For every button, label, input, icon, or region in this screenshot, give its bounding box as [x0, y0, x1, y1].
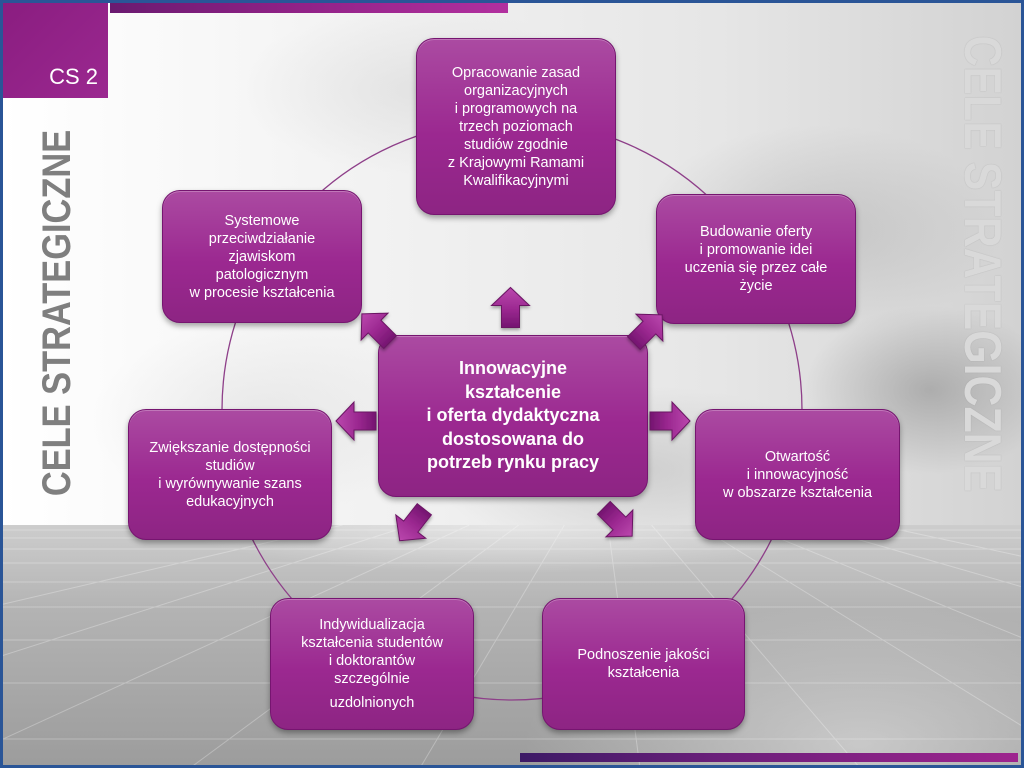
side-title-left: CELE STRATEGICZNE	[35, 129, 79, 497]
goal-node-top-left: Systemowe przeciwdziałanie zjawiskom pat…	[162, 190, 362, 323]
goal-node-text: Budowanie oferty i promowanie idei uczen…	[684, 224, 828, 294]
goal-node-bottom-right: Podnoszenie jakości kształcenia	[542, 598, 745, 730]
bottom-accent-bar	[520, 753, 1018, 762]
goal-node-text: Otwartość i innowacyjność w obszarze ksz…	[722, 448, 873, 501]
goal-node-text: Indywidualizacja kształcenia studentów i…	[301, 617, 443, 687]
goal-node-left: Zwiększanie dostępności studiów i wyrówn…	[128, 409, 332, 540]
goal-node-top: Opracowanie zasad organizacyjnych i prog…	[416, 38, 616, 215]
side-title-right: CELE STRATEGICZNE	[953, 35, 1011, 493]
floor-tiles	[0, 525, 1024, 768]
central-goal-text: Innowacyjne kształcenie i oferta dydakty…	[426, 358, 600, 473]
top-accent-bar	[110, 3, 508, 13]
goal-node-text: Zwiększanie dostępności studiów i wyrówn…	[149, 439, 311, 510]
floor-background	[0, 525, 1024, 768]
goal-node-text: Podnoszenie jakości kształcenia	[577, 647, 710, 681]
goal-node-right: Otwartość i innowacyjność w obszarze ksz…	[695, 409, 900, 540]
slide-code: CS 2	[49, 64, 98, 89]
goal-node-text: Systemowe przeciwdziałanie zjawiskom pat…	[189, 212, 335, 301]
goal-node-text-continued: uzdolnionych	[329, 695, 415, 711]
goal-node-top-right: Budowanie oferty i promowanie idei uczen…	[656, 194, 856, 324]
central-goal: Innowacyjne kształcenie i oferta dydakty…	[378, 335, 648, 497]
floor-tile-lines	[0, 525, 1024, 768]
goal-node-bottom-left: Indywidualizacja kształcenia studentów i…	[270, 598, 474, 730]
slide-code-badge: CS 2	[3, 3, 108, 98]
goal-node-text: Opracowanie zasad organizacyjnych i prog…	[447, 64, 585, 189]
